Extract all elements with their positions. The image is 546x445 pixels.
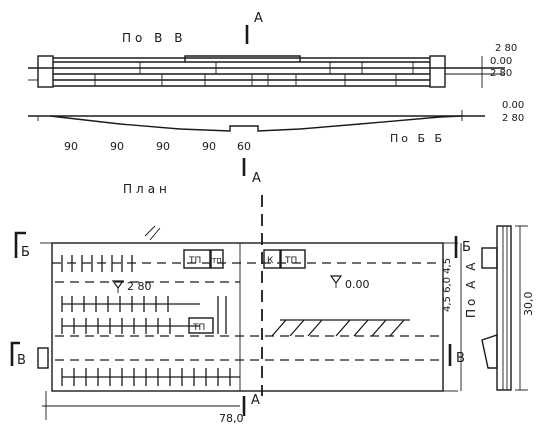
side-section-dimension: 30,0 [522,292,535,317]
elevation-top-3: 2 80 [490,68,512,79]
side-section-label: По А А [464,260,478,318]
cut-mark-v-right: В [456,351,465,366]
section-c-label: По Б Б [390,132,445,145]
section-c-labels: По Б Б 0.00 2 80 90 90 90 90 60 [64,100,524,153]
room-tag-1: ТП [188,256,201,266]
span-dimension-1: 90 [64,140,78,153]
cut-mark-b-left: Б [21,245,30,260]
plan-level-right: 0.00 [329,275,370,291]
level-marker-icon [329,275,343,285]
room-tag-4: ТП [284,256,297,266]
plan-cut-mark-a-top: А [252,171,261,186]
plan-title: План [123,182,171,196]
section-profile [28,110,485,132]
plan-header: А План [123,158,261,196]
cut-mark-a-top: А [254,11,263,26]
profile-elevation-2: 2 80 [502,113,524,124]
plan-rooms: ТП ТП К ТП ТП [183,249,306,334]
plan-stalls-left [61,255,240,386]
profile-elevation-1: 0.00 [502,100,524,111]
plan-width-dimensions: 4,5 6,0 4,5 [442,258,453,312]
room-tag-2: ТП [211,257,222,265]
section-b-b: По В В А [28,11,505,88]
elevation-top-2: 0.00 [490,56,512,67]
elevation-top-1: 2 80 [495,43,517,54]
end-wall-left [37,55,54,88]
plan-ramps-right [271,319,410,337]
end-wall-right [429,55,446,88]
plan-interior [52,195,440,396]
span-dimension-2: 90 [110,140,124,153]
plan-level-right-label: 0.00 [345,278,370,291]
room-tag-3: К [267,256,274,266]
room-tag-5: ТП [192,323,205,333]
plan-length-dimension: 78,0 [219,412,244,425]
plan-outline [40,242,462,420]
level-marker-icon [111,280,125,290]
cut-mark-a-bottom: А [251,393,260,408]
side-section-a-a: По А А 30,0 [464,225,535,391]
span-dimension-4: 90 [202,140,216,153]
plan-level-left: 2 80 [111,280,152,293]
plan-level-left-label: 2 80 [127,280,152,293]
cut-mark-v-left: В [17,353,26,368]
section-b-b-label: По В В [122,31,186,45]
span-dimension-5: 60 [237,140,251,153]
plan-cut-marks: Б В Б В А [10,231,471,416]
elevations-top: 2 80 0.00 2 80 [490,43,517,79]
cut-mark-b-right: Б [462,240,471,255]
span-dimension-3: 90 [156,140,170,153]
